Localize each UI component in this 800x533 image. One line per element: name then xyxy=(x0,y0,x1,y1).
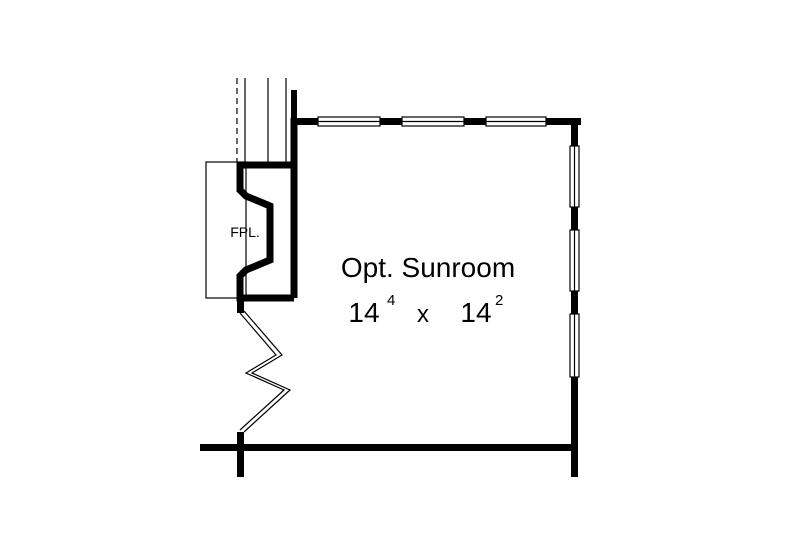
room-depth-inches: 2 xyxy=(495,292,503,309)
existing-wall-lines xyxy=(236,78,297,165)
room-width-feet: 14 xyxy=(348,297,379,328)
fireplace: FPL. xyxy=(205,118,298,302)
right-wall xyxy=(571,118,578,477)
folding-door[interactable] xyxy=(239,310,292,433)
room-label: Opt. Sunroom 14 4 x 14 2 xyxy=(341,252,515,328)
left-wall-lower xyxy=(237,295,244,313)
top-wall xyxy=(291,118,581,125)
bottom-wall xyxy=(200,432,578,477)
room-width-inches: 4 xyxy=(387,292,395,309)
right-windows xyxy=(569,145,580,378)
room-name: Opt. Sunroom xyxy=(341,252,515,283)
room-depth-feet: 14 xyxy=(460,297,491,328)
fireplace-firebox xyxy=(236,161,294,302)
top-windows xyxy=(317,116,547,127)
room-dimensions: 14 4 x 14 2 xyxy=(348,292,503,328)
fireplace-label: FPL. xyxy=(230,224,260,240)
dimension-separator: x xyxy=(417,301,429,328)
